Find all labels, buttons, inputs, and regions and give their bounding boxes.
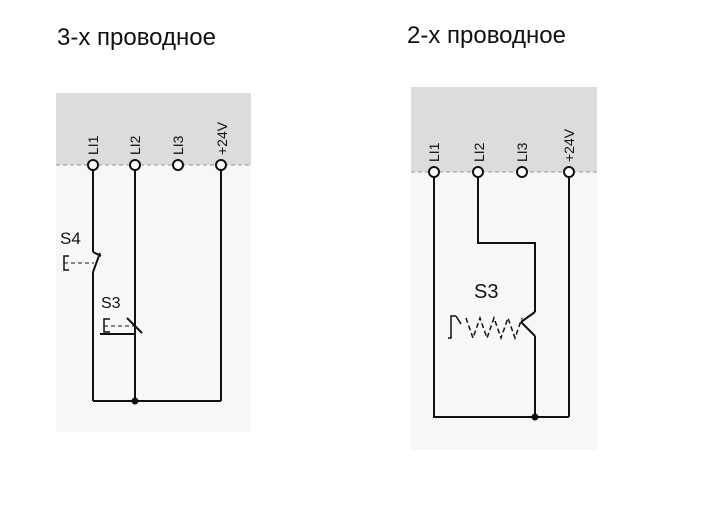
switch-label-s4: S4 <box>60 229 81 248</box>
diagram-background <box>56 165 251 432</box>
terminal-li2 <box>129 159 141 171</box>
diagram-2-wire: LI1 LI2 LI3 +24V S3 <box>411 87 597 450</box>
s3-contact <box>520 311 536 323</box>
terminal-24v <box>215 159 227 171</box>
s4-contact <box>92 252 101 273</box>
diagram-background <box>411 172 597 450</box>
diagram-3-wire: LI1 LI2 LI3 +24V S4 <box>56 93 251 432</box>
terminal-li1 <box>87 159 99 171</box>
terminal-label-li1: LI1 <box>426 142 442 162</box>
diagram-title-2-wire: 2-х проводное <box>407 22 566 49</box>
terminal-label-li1: LI1 <box>85 135 101 155</box>
terminal-label-li3: LI3 <box>170 135 186 155</box>
terminal-label-li3: LI3 <box>514 142 530 162</box>
switch-label-s3-2wire: S3 <box>474 281 498 303</box>
terminal-li1 <box>428 166 440 178</box>
switch-label-s3-3wire: S3 <box>101 295 121 312</box>
terminal-li3 <box>516 166 528 178</box>
s4-actuator <box>63 255 94 271</box>
s3-maintained-actuator <box>448 315 536 341</box>
terminal-label-li2: LI2 <box>127 135 143 155</box>
terminal-block <box>411 87 597 172</box>
junction-dot <box>131 397 139 405</box>
terminal-24v <box>563 166 575 178</box>
terminal-label-24v: +24V <box>561 128 577 162</box>
junction-dot <box>531 413 539 421</box>
wire-li2 <box>477 177 536 312</box>
wire-li1 <box>433 177 569 418</box>
terminal-li3 <box>172 159 184 171</box>
diagram-title-3-wire: 3-х проводное <box>57 24 216 51</box>
terminal-li2 <box>472 166 484 178</box>
terminal-label-24v: +24V <box>214 121 230 155</box>
terminal-block <box>56 93 251 165</box>
terminal-label-li2: LI2 <box>471 142 487 162</box>
s3-pushbutton-3wire <box>100 317 143 335</box>
